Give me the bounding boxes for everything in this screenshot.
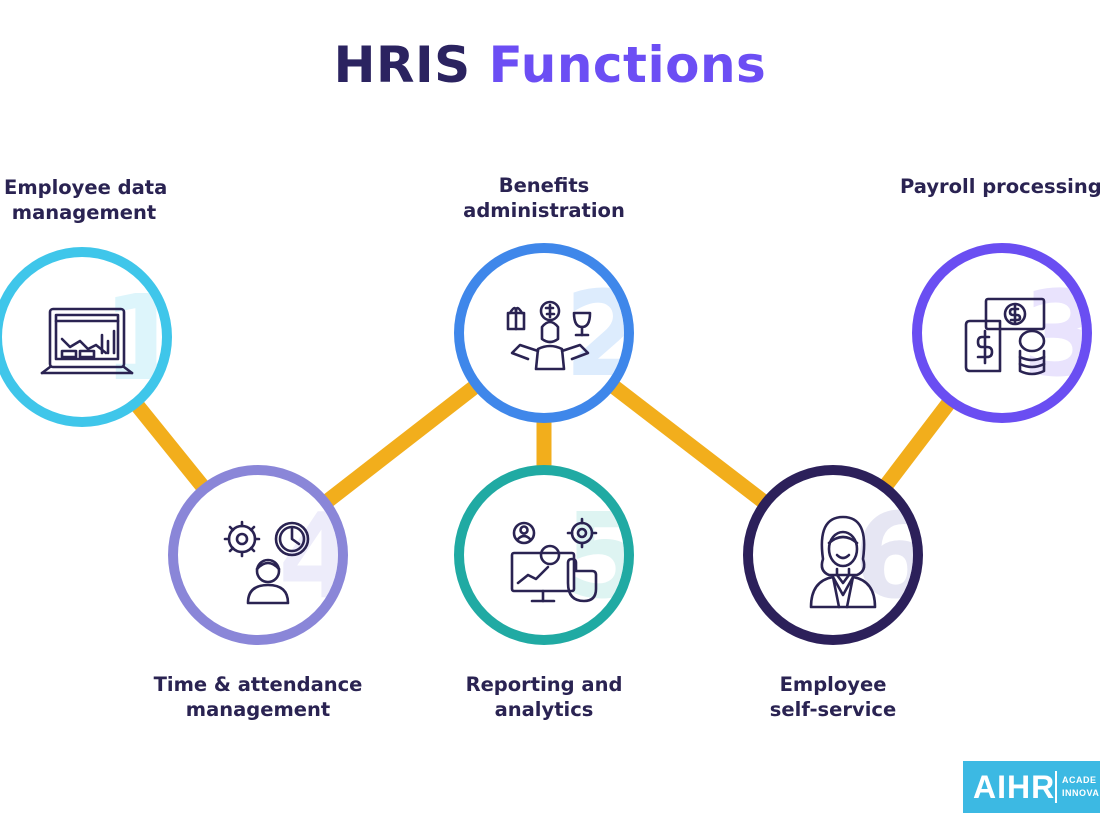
- employee-woman-icon: [809, 515, 877, 609]
- function-label-1-line-2: management: [11, 201, 157, 224]
- function-label-2-line-1: Benefits: [498, 174, 590, 197]
- function-circle-4: 4: [168, 465, 348, 645]
- logo-sub-line-1: ACADE: [1062, 775, 1097, 785]
- logo-sub-line-2: INNOVA: [1062, 788, 1100, 798]
- step-number-2: 2: [564, 275, 624, 393]
- function-circle-6: 6: [743, 465, 923, 645]
- function-circle-5: 5: [454, 465, 634, 645]
- time-attendance-icon: [223, 520, 310, 605]
- title-main: HRIS: [333, 36, 471, 94]
- benefits-person-icon: [506, 300, 592, 371]
- payroll-money-icon: [964, 297, 1046, 376]
- function-label-4-line-2: management: [185, 698, 331, 721]
- function-label-6-line-1: Employee: [779, 673, 887, 696]
- aihr-logo: AIHR ACADE INNOVA: [963, 761, 1100, 813]
- function-circle-3: 3: [912, 243, 1092, 423]
- function-label-1-line-1: Employee data: [4, 176, 168, 199]
- function-label-6-line-2: self-service: [769, 698, 897, 721]
- dashboard-laptop-icon: [40, 307, 134, 375]
- logo-text: AIHR: [973, 769, 1056, 805]
- function-label-3: Payroll processing: [900, 174, 1100, 199]
- logo-subtext: ACADE INNOVA: [1062, 774, 1099, 800]
- function-label-3-line-1: Payroll processing: [900, 175, 1100, 198]
- page-title: HRIS Functions: [0, 36, 1100, 94]
- step-number-1: 1: [102, 279, 162, 397]
- function-circle-1: 1: [0, 247, 172, 427]
- function-label-4-line-1: Time & attendance: [153, 673, 363, 696]
- logo-divider: [1055, 771, 1057, 803]
- function-circle-2: 2: [454, 243, 634, 423]
- function-label-2-line-2: administration: [463, 199, 625, 222]
- reporting-analytics-icon: [510, 517, 598, 603]
- function-label-5-line-1: Reporting and: [465, 673, 623, 696]
- function-label-5-line-2: analytics: [494, 698, 594, 721]
- title-accent: Functions: [488, 36, 767, 94]
